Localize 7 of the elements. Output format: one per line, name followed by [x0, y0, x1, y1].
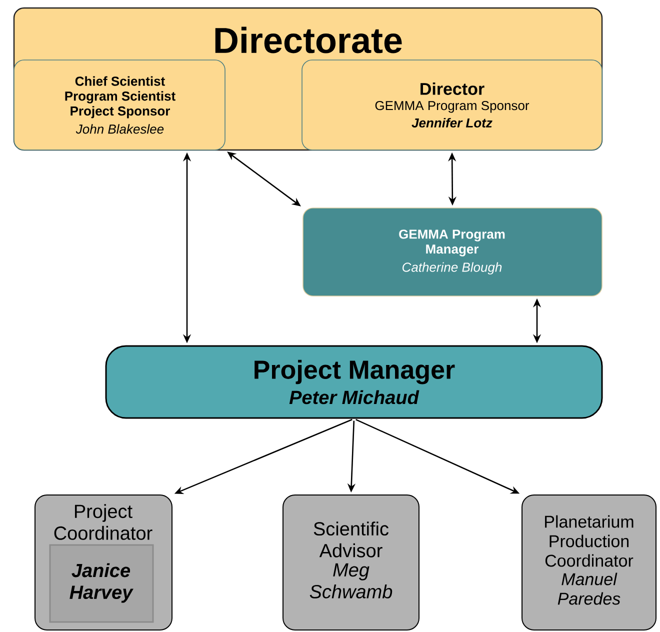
role-box: Director GEMMA Program Sponsor Jennifer Lotz	[302, 60, 602, 150]
name-box: Janice Harvey	[49, 544, 154, 623]
role-box: Scientific Advisor Meg Schwamb	[282, 494, 420, 630]
role-box: Chief Scientist Program Scientist Project Sponsor John Blakeslee	[14, 60, 226, 150]
role-box: Project Manager Peter Michaud	[105, 345, 603, 419]
role-box: GEMMA Program Manager Catherine Blough	[302, 208, 602, 296]
role-box: Planetarium Production Coordinator Manuel Paredes	[522, 494, 656, 630]
